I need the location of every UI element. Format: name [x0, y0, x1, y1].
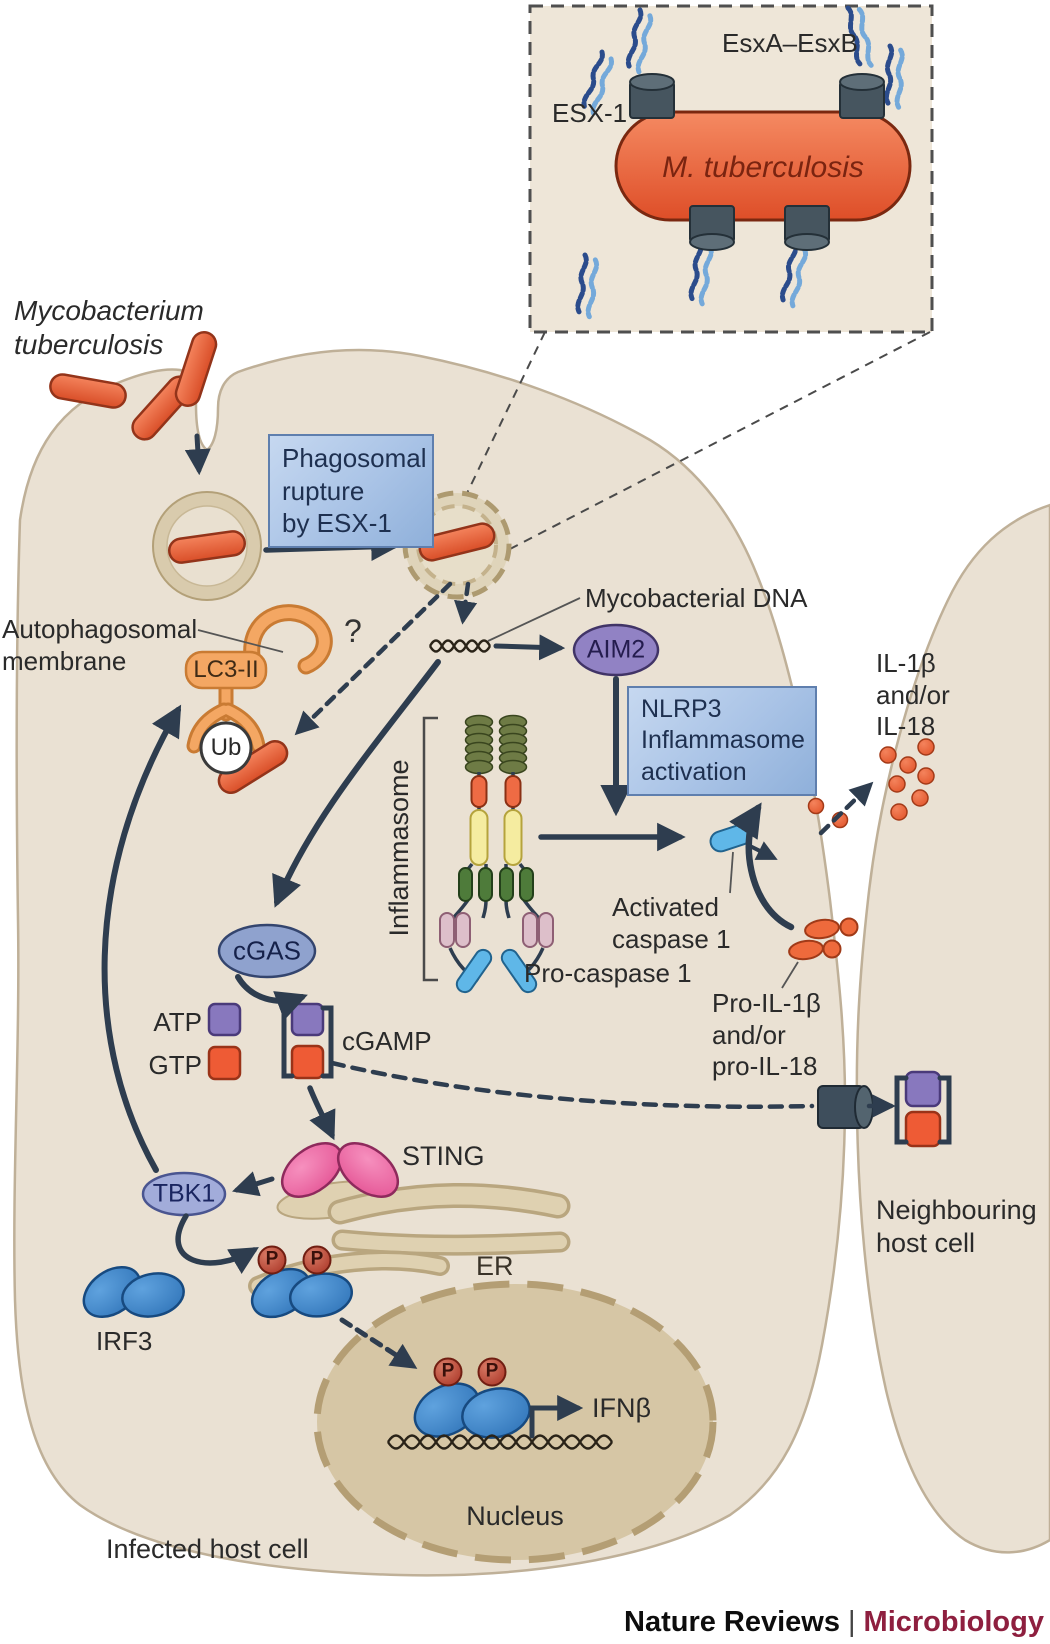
inflammasome-bracket — [422, 716, 438, 982]
lc3-label: LC3-II — [193, 656, 259, 683]
sting-dimer — [281, 1142, 399, 1198]
irf3-dimer — [82, 1266, 185, 1318]
er-label: ER — [476, 1251, 514, 1281]
phospho-p-2: P — [310, 1248, 324, 1270]
tbk1-to-irf3-arrow — [175, 1213, 259, 1274]
dna-to-cgas-arrow — [272, 659, 441, 908]
atp-label: ATP — [153, 1007, 202, 1037]
autophagosomal-callout-line — [197, 629, 284, 653]
phospho-p-3: P — [441, 1360, 455, 1382]
inflammasome-bracket-label: Inflammasome — [384, 759, 414, 937]
autophagosome-lc3-complex — [184, 604, 333, 799]
mycobacterial-dna — [428, 639, 492, 653]
inset-bacterium — [614, 110, 912, 222]
promoter-dna — [386, 1434, 614, 1450]
secretion-arrow — [818, 781, 874, 836]
nuclear-phospho-irf3 — [413, 1357, 531, 1439]
inset-bacterium-label: M. tuberculosis — [662, 151, 864, 184]
esxab-label: EsxA–EsxB — [722, 28, 858, 58]
inset-callout-lines — [454, 331, 931, 551]
cgamp-transfer-dashed — [329, 1060, 815, 1109]
aim2-label: AIM2 — [586, 635, 646, 664]
journal-footer: Nature Reviews|Microbiology — [624, 1606, 1044, 1639]
entry-arrow — [184, 433, 211, 476]
nucleotide-substrates — [207, 1002, 242, 1081]
mycobacterial-dna-label: Mycobacterial DNA — [585, 583, 808, 613]
sting-label: STING — [402, 1141, 485, 1171]
phospho-p-4: P — [485, 1360, 499, 1382]
dna-callout-line — [487, 597, 581, 642]
caspase-dashed-arrow — [750, 841, 778, 860]
ub-label: Ub — [210, 734, 242, 761]
question-arrow — [294, 581, 453, 736]
pro-il-proteins — [781, 917, 859, 989]
journal-name: Nature Reviews — [624, 1606, 840, 1638]
nlrp3-box: NLRP3 Inflammasome activation — [627, 686, 817, 796]
phagosomal-rupture-box: Phagosomal rupture by ESX-1 — [268, 434, 434, 548]
esx1-label: ESX-1 — [552, 98, 628, 128]
question-mark: ? — [344, 613, 362, 649]
secreted-cytokine-dots — [807, 738, 935, 829]
autophagy-arrow — [101, 704, 182, 1173]
gap-junction-channel — [817, 1085, 874, 1129]
aim2-sensor — [572, 623, 660, 677]
cgamp-label: cGAMP — [342, 1026, 432, 1056]
dna-release-arrow — [453, 581, 478, 625]
er-membranes — [248, 1180, 571, 1296]
cgamp-to-sting-arrow — [307, 1085, 336, 1141]
inflammasome-complex — [422, 714, 554, 994]
infected-cell-label: Infected host cell — [106, 1534, 309, 1564]
nucleus-label: Nucleus — [466, 1501, 564, 1531]
irf3-label: IRF3 — [96, 1326, 153, 1356]
footer-divider: | — [848, 1606, 856, 1638]
transcription-arrow — [529, 1395, 584, 1439]
dna-to-aim2-arrow — [493, 634, 566, 661]
transferred-cgamp — [894, 1070, 952, 1148]
ifnb-label: IFNβ — [592, 1393, 652, 1423]
phospho-p-1: P — [265, 1248, 279, 1270]
tbk1-label: TBK1 — [152, 1179, 216, 1208]
phospho-irf3-dimer — [250, 1245, 353, 1319]
gtp-label: GTP — [148, 1050, 202, 1080]
phagosome — [152, 491, 262, 601]
nuclear-import-arrow — [339, 1317, 418, 1369]
sting-to-tbk1-arrow — [232, 1171, 275, 1197]
cgas-label: cGAS — [233, 935, 301, 966]
cgas-sensor — [217, 923, 317, 979]
ubiquitin-circle — [199, 721, 253, 775]
pro-caspase-label: Pro-caspase 1 — [524, 958, 692, 988]
cgas-product-arrow — [235, 974, 308, 1021]
cleavage-curve-arrow — [729, 802, 795, 931]
journal-field: Microbiology — [863, 1606, 1044, 1638]
